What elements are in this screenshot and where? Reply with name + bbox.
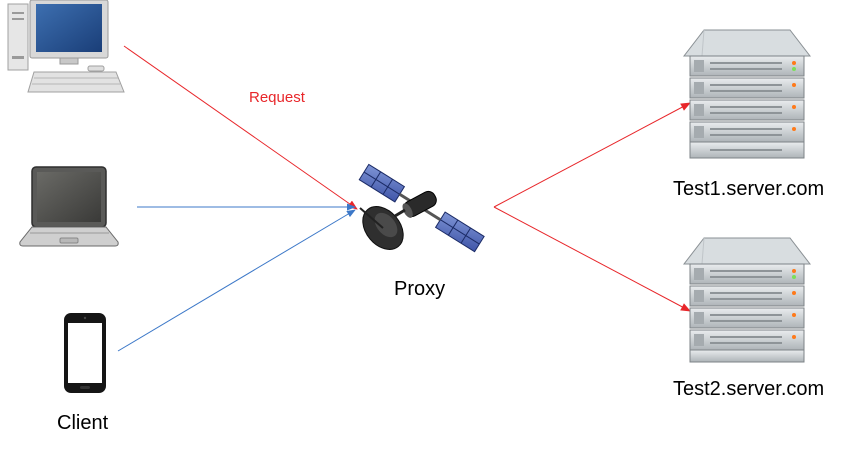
server-rack-icon-1 — [682, 29, 812, 159]
client-label: Client — [57, 412, 109, 434]
server2-label: Test2.server.com — [673, 378, 825, 400]
request-arrow — [123, 45, 358, 210]
satellite-icon — [358, 163, 485, 253]
server1-arrow — [493, 102, 691, 208]
phone-connection-line — [117, 209, 356, 352]
desktop-computer-icon — [7, 0, 125, 93]
server1-label: Test1.server.com — [673, 178, 825, 200]
smartphone-icon — [64, 313, 106, 393]
server-rack-icon-2 — [682, 237, 812, 363]
proxy-label: Proxy — [394, 278, 446, 300]
request-label: Request — [249, 89, 305, 106]
server2-arrow — [493, 206, 691, 312]
laptop-icon — [19, 166, 119, 247]
